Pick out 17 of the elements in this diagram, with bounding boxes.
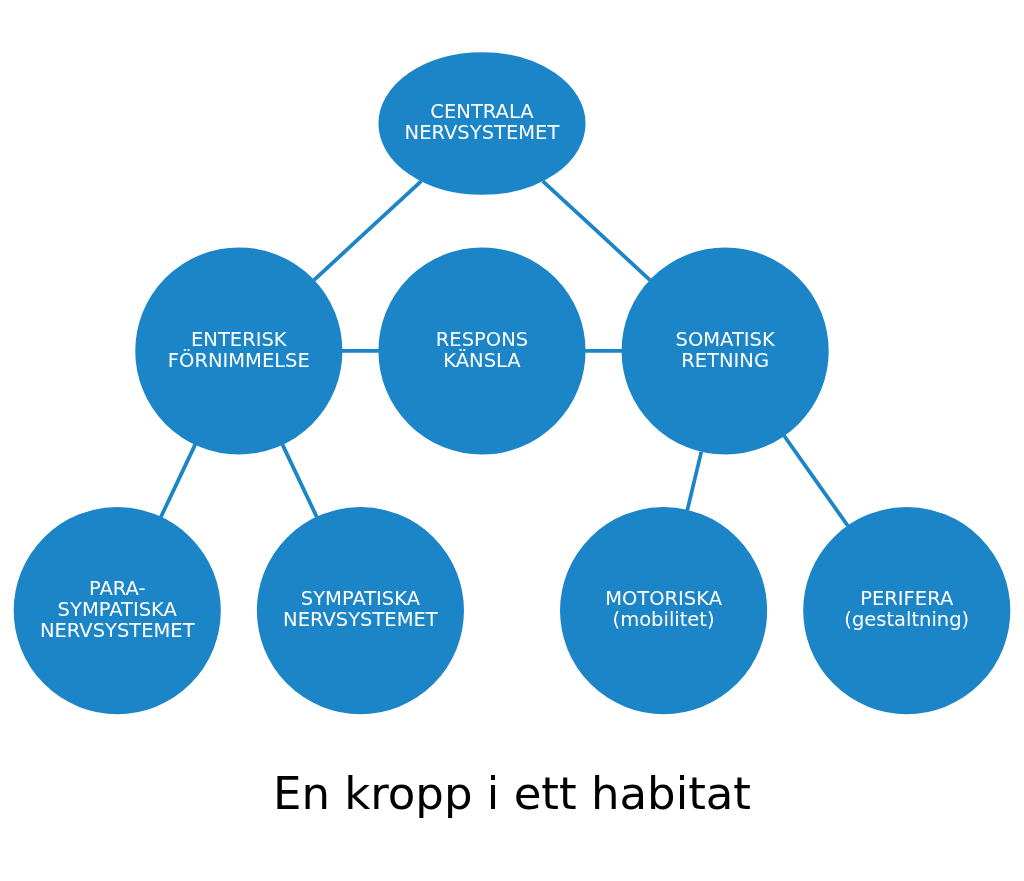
connector — [541, 179, 652, 281]
connector — [159, 443, 197, 518]
node-circle: PERIFERA (gestaltning) — [803, 506, 1011, 714]
connector — [280, 443, 319, 518]
node-circle: SOMATISK RETNING — [621, 246, 829, 454]
node-circle: PARA- SYMPATISKA NERVSYSTEMET — [13, 506, 221, 714]
connector — [782, 434, 850, 527]
connector — [341, 348, 380, 353]
node-circle: ENTERISK FÖRNIMMELSE — [135, 246, 343, 454]
node-circle: MOTORISKA (mobilitet) — [560, 506, 768, 714]
node-circle: RESPONS KÄNSLA — [378, 246, 586, 454]
connector — [585, 348, 623, 353]
node-ellipse: CENTRALA NERVSYSTEMET — [378, 51, 586, 195]
caption: En kropp i ett habitat — [272, 766, 752, 820]
connector — [312, 179, 423, 281]
connector — [685, 450, 704, 511]
node-circle: SYMPATISKA NERVSYSTEMET — [256, 506, 464, 714]
